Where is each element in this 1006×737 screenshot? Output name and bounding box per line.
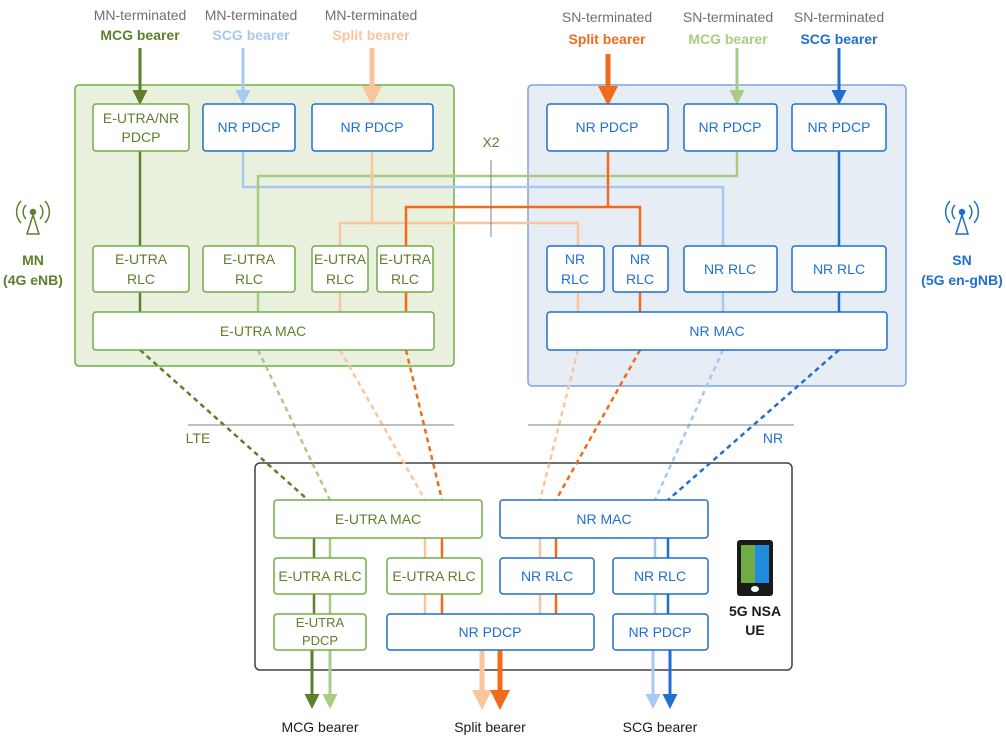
mn-eutra-rlc-3-line1: E-UTRA (314, 251, 367, 267)
mn-eutra-rlc-2-box (202, 245, 296, 293)
phone-icon (737, 540, 773, 596)
ue-label-line2: UE (745, 622, 764, 638)
ue-blocks: E-UTRA MAC NR MAC E-UTRA RLC E-UTRA RLC … (273, 499, 709, 651)
mn-label-line1: MN (22, 252, 44, 268)
mn-eutra-rlc-1-box (92, 245, 190, 293)
sn-nr-mac-label: NR MAC (689, 323, 744, 339)
sn-label-line1: SN (952, 252, 971, 268)
mn-nr-pdcp-scg-box (202, 103, 296, 152)
mn-eutra-rlc-2-line1: E-UTRA (223, 251, 276, 267)
mn-eutra-rlc-3-box (311, 245, 369, 293)
ue-nr-pdcp-split-label: NR PDCP (458, 624, 521, 640)
mn-eutra-mac-label: E-UTRA MAC (220, 323, 306, 339)
sn-nr-rlc-2-box (612, 245, 669, 293)
bottom-bearer-labels: MCG bearer Split bearer SCG bearer (281, 719, 697, 735)
sn-nr-rlc-2-line1: NR (630, 251, 650, 267)
mn-nr-pdcp-scg-label: NR PDCP (217, 119, 280, 135)
mn-nr-pdcp-split-label: NR PDCP (340, 119, 403, 135)
ue-nr-mac-label: NR MAC (576, 511, 631, 527)
label-mn-mcg-line2: MCG bearer (100, 27, 180, 43)
mn-node-box (74, 84, 455, 367)
ue-eutra-rlc-1-box (273, 557, 367, 595)
top-bearer-labels: MN-terminated MCG bearer MN-terminated S… (94, 7, 884, 47)
label-sn-mcg-line1: SN-terminated (683, 9, 773, 25)
sn-node-box (527, 84, 907, 387)
sn-nr-rlc-1-line1: NR (565, 251, 585, 267)
mn-eutra-nr-pdcp-box (92, 103, 190, 152)
ue-eutra-rlc-2-label: E-UTRA RLC (392, 568, 475, 584)
label-sn-mcg-line2: MCG bearer (688, 31, 768, 47)
label-sn-scg-line1: SN-terminated (794, 9, 884, 25)
ue-eutra-pdcp-line1: E-UTRA (296, 615, 345, 630)
mn-antenna-icon (15, 200, 51, 235)
ue-nr-pdcp-scg-box (612, 613, 709, 651)
sn-blocks: NR PDCP NR PDCP NR PDCP NR RLC NR RLC NR… (546, 103, 888, 351)
sn-nr-pdcp-mcg-box (683, 103, 778, 152)
ue-eutra-rlc-1-label: E-UTRA RLC (278, 568, 361, 584)
sn-nr-pdcp-scg-label: NR PDCP (807, 119, 870, 135)
mn-eutra-rlc-4-line1: E-UTRA (379, 251, 432, 267)
ue-nr-rlc-2-box (612, 557, 709, 595)
label-sn-split-line2: Split bearer (568, 31, 646, 47)
label-mn-scg-line2: SCG bearer (212, 27, 290, 43)
x2-label: X2 (482, 134, 499, 150)
ue-nr-pdcp-scg-label: NR PDCP (628, 624, 691, 640)
label-mn-mcg-line1: MN-terminated (94, 7, 187, 23)
sn-nr-pdcp-mcg-label: NR PDCP (698, 119, 761, 135)
ue-nr-mac-box (499, 499, 709, 539)
mn-eutra-mac-box (92, 311, 435, 351)
sn-nr-pdcp-split-label: NR PDCP (575, 119, 638, 135)
mn-eutra-nr-pdcp-line1: E-UTRA/NR (103, 110, 179, 126)
sn-nr-pdcp-scg-box (791, 103, 887, 152)
bottom-label-mcg: MCG bearer (281, 719, 358, 735)
ue-eutra-mac-box (273, 499, 483, 539)
ue-eutra-pdcp-box (273, 613, 367, 651)
sn-nr-rlc-4-label: NR RLC (813, 261, 865, 277)
ue-nr-rlc-1-label: NR RLC (521, 568, 573, 584)
ue-nr-pdcp-split-box (386, 613, 595, 651)
label-mn-scg-line1: MN-terminated (205, 7, 298, 23)
sn-label-line2: (5G en-gNB) (921, 272, 1003, 288)
sn-nr-rlc-1-line2: RLC (561, 271, 589, 287)
mn-eutra-rlc-2-line2: RLC (235, 271, 263, 287)
mn-nr-pdcp-split-box (311, 103, 434, 152)
sn-nr-rlc-3-box (683, 245, 778, 293)
sn-nr-rlc-1-box (546, 245, 605, 293)
label-sn-split-line1: SN-terminated (562, 9, 652, 25)
sn-nr-mac-box (546, 311, 888, 351)
bottom-label-scg: SCG bearer (623, 719, 698, 735)
sn-nr-rlc-3-label: NR RLC (704, 261, 756, 277)
ue-nr-rlc-2-label: NR RLC (634, 568, 686, 584)
mn-eutra-rlc-1-line1: E-UTRA (115, 251, 168, 267)
mn-eutra-rlc-4-line2: RLC (391, 271, 419, 287)
mn-eutra-rlc-1-line2: RLC (127, 271, 155, 287)
ue-output-arrows (304, 650, 678, 710)
sn-nr-rlc-4-box (791, 245, 887, 293)
mn-label-line2: (4G eNB) (3, 272, 63, 288)
label-mn-split-line1: MN-terminated (325, 7, 418, 23)
label-mn-split-line2: Split bearer (332, 27, 410, 43)
internal-connections (132, 48, 847, 312)
sn-nr-pdcp-split-box (546, 103, 669, 152)
label-sn-scg-line2: SCG bearer (800, 31, 878, 47)
mn-blocks: E-UTRA/NR PDCP NR PDCP NR PDCP E-UTRA RL… (92, 103, 435, 351)
mn-eutra-nr-pdcp-line2: PDCP (122, 129, 161, 145)
ue-nr-rlc-1-box (499, 557, 595, 595)
ue-eutra-pdcp-line2: PDCP (302, 633, 338, 648)
bottom-label-split: Split bearer (454, 719, 526, 735)
lte-label: LTE (186, 430, 211, 446)
sn-nr-rlc-2-line2: RLC (626, 271, 654, 287)
ue-eutra-rlc-2-box (386, 557, 483, 595)
mn-eutra-rlc-4-box (376, 245, 434, 293)
mn-eutra-rlc-3-line2: RLC (326, 271, 354, 287)
ue-label-line1: 5G NSA (729, 603, 781, 619)
sn-antenna-icon (944, 200, 980, 235)
ue-eutra-mac-label: E-UTRA MAC (335, 511, 421, 527)
nr-label: NR (763, 430, 783, 446)
